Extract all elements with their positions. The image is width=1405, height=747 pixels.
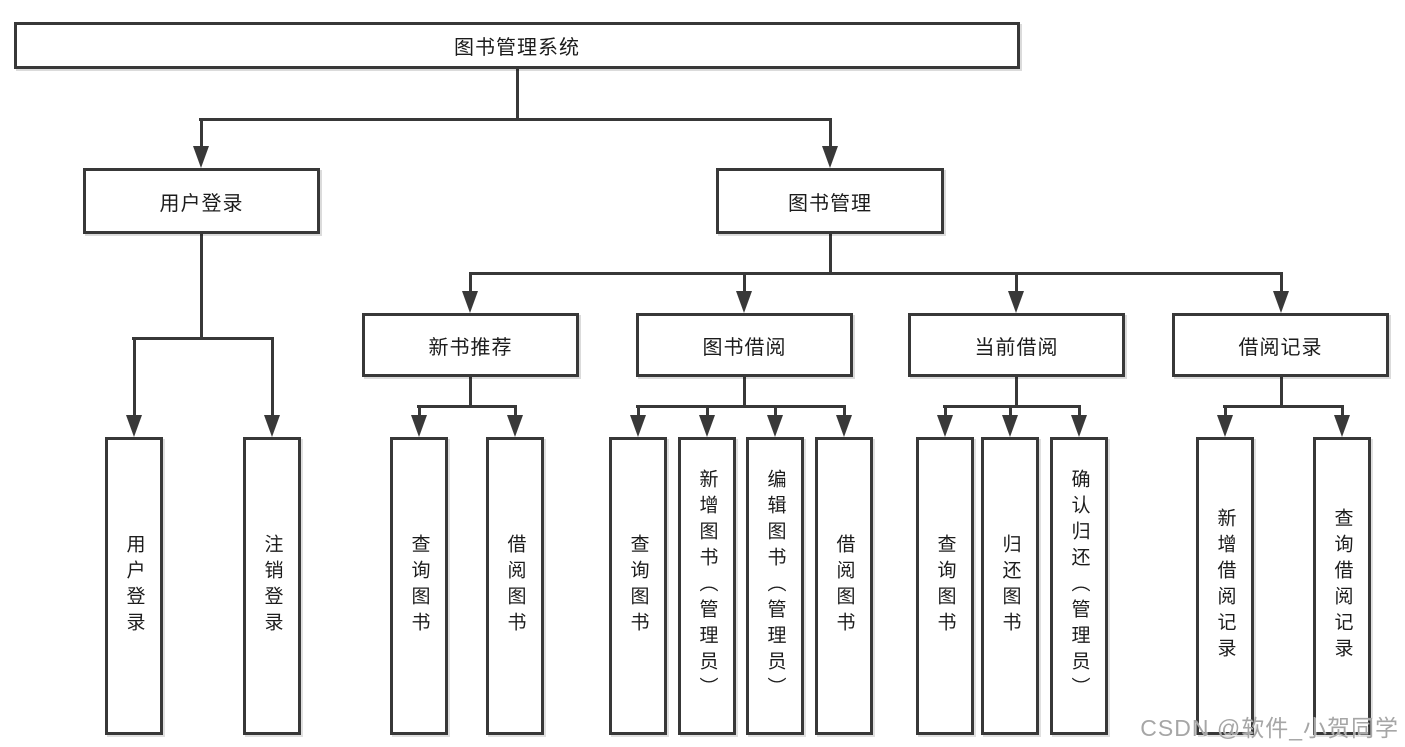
connector-drop [637,405,640,417]
connector-bus [469,272,1282,275]
arrowhead-down-icon [411,415,427,437]
connector-drop [1280,272,1283,293]
connector-drop [706,405,709,417]
node-book-management: 图书管理 [716,168,944,234]
connector-drop [271,337,274,417]
leaf-user-login-label: 用户登录 [123,534,145,638]
leaf-confirm-return-admin-label: 确认归还（管理员） [1068,469,1090,703]
node-user-login-label: 用户登录 [159,192,244,215]
leaf-borrow-book-recommend: 借阅图书 [486,437,544,735]
connector-bus [417,405,517,408]
leaf-query-book-borrow-label: 查询图书 [627,534,649,638]
leaf-query-book-recommend-label: 查询图书 [408,534,430,638]
connector-drop [133,337,136,417]
node-book-management-label: 图书管理 [788,192,872,215]
arrowhead-down-icon [1002,415,1018,437]
connector-drop [944,405,947,417]
node-user-login: 用户登录 [83,168,320,234]
leaf-query-book-borrow: 查询图书 [609,437,667,735]
connector-stem [829,233,832,275]
arrowhead-down-icon [193,146,209,168]
connector-drop [829,118,832,148]
arrowhead-down-icon [1334,415,1350,437]
leaf-return-book-label: 归还图书 [999,534,1021,638]
connector-bus [132,337,274,340]
leaf-edit-book-admin-label: 编辑图书（管理员） [764,469,786,703]
connector-drop [1224,405,1227,417]
node-new-book-recommend: 新书推荐 [362,313,579,377]
leaf-query-book-current: 查询图书 [916,437,974,735]
node-book-borrow-label: 图书借阅 [702,336,787,359]
connector-drop [1015,272,1018,293]
node-book-borrow: 图书借阅 [636,313,853,377]
node-current-borrow: 当前借阅 [908,313,1125,377]
node-root: 图书管理系统 [14,22,1020,69]
arrowhead-down-icon [699,415,715,437]
connector-stem [200,233,203,340]
leaf-query-book-recommend: 查询图书 [390,437,448,735]
connector-stem [1015,377,1018,408]
leaf-logout-label: 注销登录 [261,534,283,638]
leaf-return-book: 归还图书 [981,437,1039,735]
leaf-add-borrow-record: 新增借阅记录 [1196,437,1254,735]
leaf-logout: 注销登录 [243,437,301,735]
arrowhead-down-icon [767,415,783,437]
csdn-watermark: CSDN @软件_小贺同学 [1140,715,1399,741]
arrowhead-down-icon [630,415,646,437]
connector-bus [943,405,1081,408]
leaf-edit-book-admin: 编辑图书（管理员） [746,437,804,735]
arrowhead-down-icon [937,415,953,437]
connector-drop [843,405,846,417]
leaf-query-borrow-record-label: 查询借阅记录 [1331,508,1353,664]
node-root-label: 图书管理系统 [454,37,580,59]
leaf-query-book-current-label: 查询图书 [934,534,956,638]
arrowhead-down-icon [1008,291,1024,313]
leaf-add-book-admin: 新增图书（管理员） [678,437,736,735]
connector-drop [774,405,777,417]
node-borrow-record-label: 借阅记录 [1238,336,1323,359]
connector-drop [1341,405,1344,417]
connector-stem [743,377,746,408]
arrowhead-down-icon [264,415,280,437]
connector-bus [636,405,846,408]
connector-drop [469,272,472,293]
connector-drop [514,405,517,417]
arrowhead-down-icon [1217,415,1233,437]
leaf-borrow-book: 借阅图书 [815,437,873,735]
leaf-query-borrow-record: 查询借阅记录 [1313,437,1371,735]
arrowhead-down-icon [822,146,838,168]
connector-drop [418,405,421,417]
node-borrow-record: 借阅记录 [1172,313,1389,377]
arrowhead-down-icon [836,415,852,437]
connector-bus [1223,405,1344,408]
connector-drop [743,272,746,293]
leaf-borrow-book-recommend-label: 借阅图书 [504,534,526,638]
connector-drop [1009,405,1012,417]
connector-stem [516,68,519,121]
connector-drop [1078,405,1081,417]
leaf-add-borrow-record-label: 新增借阅记录 [1214,508,1236,664]
arrowhead-down-icon [462,291,478,313]
node-new-book-recommend-label: 新书推荐 [428,336,513,359]
node-current-borrow-label: 当前借阅 [974,336,1059,359]
leaf-user-login: 用户登录 [105,437,163,735]
leaf-confirm-return-admin: 确认归还（管理员） [1050,437,1108,735]
leaf-borrow-book-label: 借阅图书 [833,534,855,638]
connector-drop [200,118,203,148]
connector-stem [469,377,472,408]
connector-bus [199,118,832,121]
leaf-add-book-admin-label: 新增图书（管理员） [696,469,718,703]
arrowhead-down-icon [507,415,523,437]
arrowhead-down-icon [1273,291,1289,313]
arrowhead-down-icon [126,415,142,437]
arrowhead-down-icon [736,291,752,313]
connector-stem [1280,377,1283,408]
arrowhead-down-icon [1071,415,1087,437]
